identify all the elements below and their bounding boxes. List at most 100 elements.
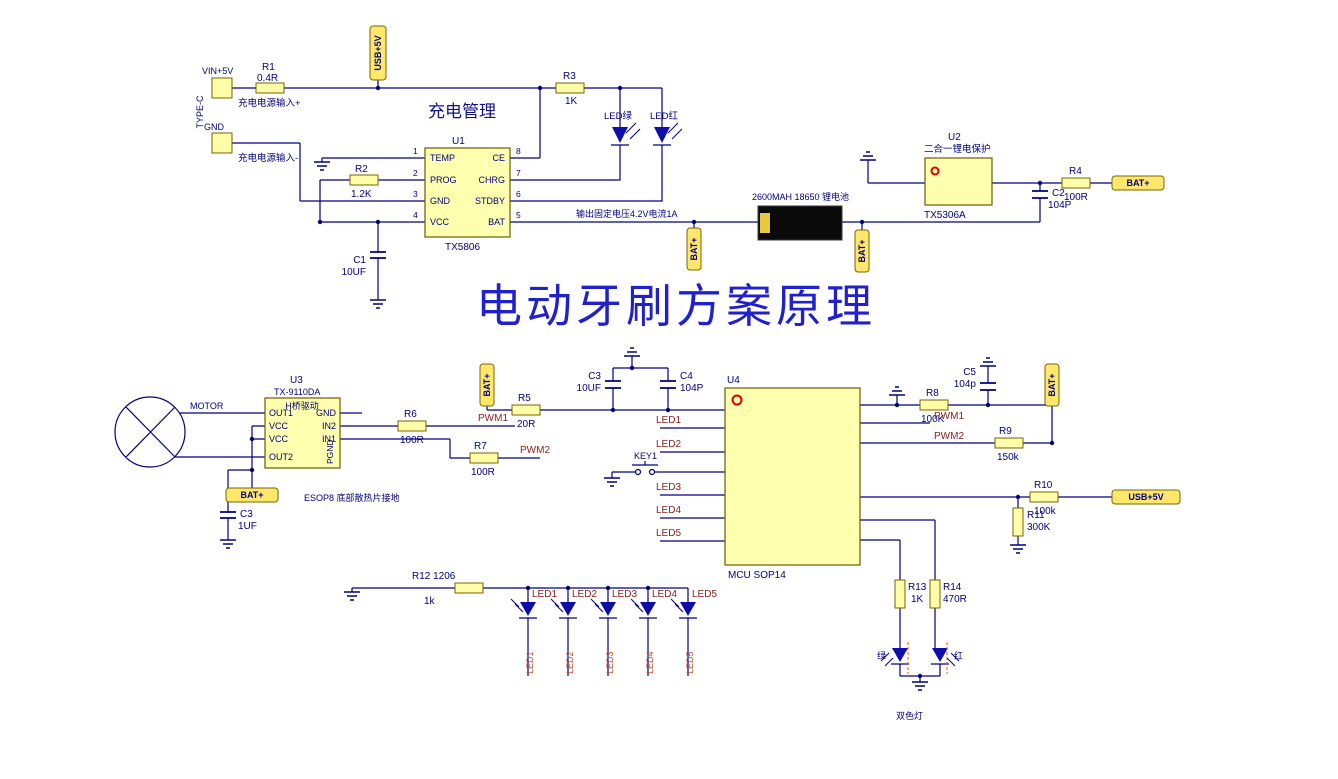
r5-value: 20R bbox=[517, 419, 535, 430]
resistor-r2: R2 1.2K bbox=[349, 164, 379, 200]
r14-value: 470R bbox=[943, 594, 967, 605]
c3b-value: 10UF bbox=[577, 383, 601, 394]
net-led3-mcu: LED3 bbox=[656, 482, 681, 493]
r1-value: 0.4R bbox=[257, 73, 278, 84]
r6-ref: R6 bbox=[404, 409, 417, 420]
r12-ref: R12 1206 bbox=[412, 571, 456, 582]
c3b-ref: C3 bbox=[588, 371, 601, 382]
led-row: LED1 LED2 LED3 LED4 LED5 LED1 LED2 LED3 … bbox=[510, 589, 717, 674]
c2-ref: C2 bbox=[1052, 188, 1065, 199]
u4-ref: U4 bbox=[727, 375, 740, 386]
r10-value: 100k bbox=[1034, 506, 1057, 517]
led4-net-label-rotated: LED4 bbox=[645, 651, 655, 674]
typec-gnd-label: GND bbox=[204, 122, 225, 132]
u4-part: MCU SOP14 bbox=[728, 570, 786, 581]
u2-ref: U2 bbox=[948, 132, 961, 143]
u1-pin6-num: 6 bbox=[516, 189, 521, 199]
resistor-r14: R14 470R bbox=[929, 579, 967, 609]
led-red-label: LED红 bbox=[650, 110, 678, 122]
led2-label: LED2 bbox=[572, 589, 597, 600]
net-led4-mcu: LED4 bbox=[656, 505, 681, 516]
power-flag-bat-5: BAT+ bbox=[479, 363, 495, 407]
r6-value: 100R bbox=[400, 435, 424, 446]
u1-pin2-num: 2 bbox=[413, 168, 418, 178]
r10-ref: R10 bbox=[1034, 480, 1053, 491]
typec-label: TYPE-C bbox=[195, 95, 205, 129]
resistor-r11: R11 300K bbox=[1012, 507, 1051, 537]
led1-label: LED1 bbox=[532, 589, 557, 600]
net-pwm1-right: PWM1 bbox=[934, 411, 964, 422]
u3-pin-in1: IN1 bbox=[322, 434, 336, 444]
u3-chip: U3 TX-9110DA H桥驱动 OUT1 VCC VCC OUT2 GND … bbox=[264, 375, 341, 469]
resistor-r4: R4 100R bbox=[1061, 166, 1091, 203]
u3-pin-vcc2: VCC bbox=[269, 434, 289, 444]
c5-value: 104p bbox=[954, 379, 977, 390]
net-led1-mcu: LED1 bbox=[656, 415, 681, 426]
c1-ref: C1 bbox=[353, 255, 366, 266]
resistor-r3: R3 1K bbox=[555, 71, 585, 107]
led-red-indicator: LED红 bbox=[650, 110, 683, 146]
u3-pin-pgnd: PGND bbox=[325, 439, 335, 464]
c5-ref: C5 bbox=[963, 367, 976, 378]
charge-input-pos-label: 充电电源输入+ bbox=[238, 97, 301, 109]
typec-pin-box-vin bbox=[211, 77, 233, 99]
u1-pin-ce: CE bbox=[492, 153, 505, 163]
u3-pin-out2: OUT2 bbox=[269, 452, 293, 462]
u1-pin5-num: 5 bbox=[516, 210, 521, 220]
led-green-label: LED绿 bbox=[604, 110, 632, 122]
charge-input-neg-label: 充电电源输入- bbox=[238, 152, 298, 164]
r2-value: 1.2K bbox=[351, 189, 372, 200]
u2-desc: 二合一锂电保护 bbox=[924, 143, 991, 155]
u1-part: TX5806 bbox=[445, 242, 480, 253]
power-flag-bat-2: BAT+ bbox=[854, 229, 870, 273]
u1-ref: U1 bbox=[452, 136, 465, 147]
battery-18650: 2600MAH 18650 锂电池 bbox=[752, 191, 849, 241]
u1-pin-temp: TEMP bbox=[430, 153, 455, 163]
power-flag-bat-4: BAT+ bbox=[225, 487, 279, 503]
u1-pin3-num: 3 bbox=[413, 189, 418, 199]
led-green-indicator: LED绿 bbox=[604, 110, 641, 146]
led5-net-label-rotated: LED5 bbox=[685, 651, 695, 674]
r11-value: 300K bbox=[1027, 522, 1051, 533]
u1-pin1-num: 1 bbox=[413, 146, 418, 156]
led4-label: LED4 bbox=[652, 589, 677, 600]
net-led2-mcu: LED2 bbox=[656, 439, 681, 450]
resistor-r12: R12 1206 1k bbox=[412, 571, 484, 607]
r13-value: 1K bbox=[911, 594, 924, 605]
led1-net-label-rotated: LED1 bbox=[525, 651, 535, 674]
led-bicolor-green-label: 绿 bbox=[877, 650, 886, 661]
bat-flag-label-6: BAT+ bbox=[1047, 373, 1057, 396]
bat-flag-label-2: BAT+ bbox=[857, 239, 867, 262]
u1-pin-prog: PROG bbox=[430, 175, 457, 185]
power-flag-usb5v-right: USB+5V bbox=[1111, 489, 1181, 505]
capacitor-c3b: C3 10UF bbox=[577, 371, 602, 394]
r8-ref: R8 bbox=[926, 388, 939, 399]
capacitor-c1: C1 10UF bbox=[342, 255, 367, 278]
usb5v-flag-label: USB+5V bbox=[373, 35, 383, 70]
resistor-r5: R5 20R bbox=[511, 393, 541, 430]
typec-pin-box-gnd bbox=[211, 132, 233, 154]
u3-desc: H桥驱动 bbox=[285, 400, 319, 411]
u1-pin-chrg: CHRG bbox=[479, 175, 506, 185]
net-pwm2-left: PWM2 bbox=[520, 445, 550, 456]
r8-value: 100K bbox=[921, 414, 945, 425]
usb5v-flag-label-right: USB+5V bbox=[1128, 492, 1163, 502]
led2-net-label-rotated: LED2 bbox=[565, 651, 575, 674]
c4-ref: C4 bbox=[680, 371, 693, 382]
u1-pin-stdby: STDBY bbox=[475, 196, 505, 206]
capacitor-plates bbox=[220, 190, 1048, 519]
r5-ref: R5 bbox=[518, 393, 531, 404]
battery-label: 2600MAH 18650 锂电池 bbox=[752, 191, 849, 202]
power-flag-bat-6: BAT+ bbox=[1044, 363, 1060, 407]
r3-value: 1K bbox=[565, 96, 578, 107]
led3-label: LED3 bbox=[612, 589, 637, 600]
led-bicolor-green: 绿 bbox=[877, 648, 909, 667]
resistor-r1: R1 0.4R bbox=[255, 62, 285, 94]
output-note: 输出固定电压4.2V电流1A bbox=[576, 208, 678, 219]
r13-ref: R13 bbox=[908, 582, 927, 593]
bat-flag-label-3: BAT+ bbox=[1126, 178, 1149, 188]
key1-button: KEY1 bbox=[632, 451, 658, 476]
net-led5-mcu: LED5 bbox=[656, 528, 681, 539]
r9-value: 150k bbox=[997, 452, 1020, 463]
